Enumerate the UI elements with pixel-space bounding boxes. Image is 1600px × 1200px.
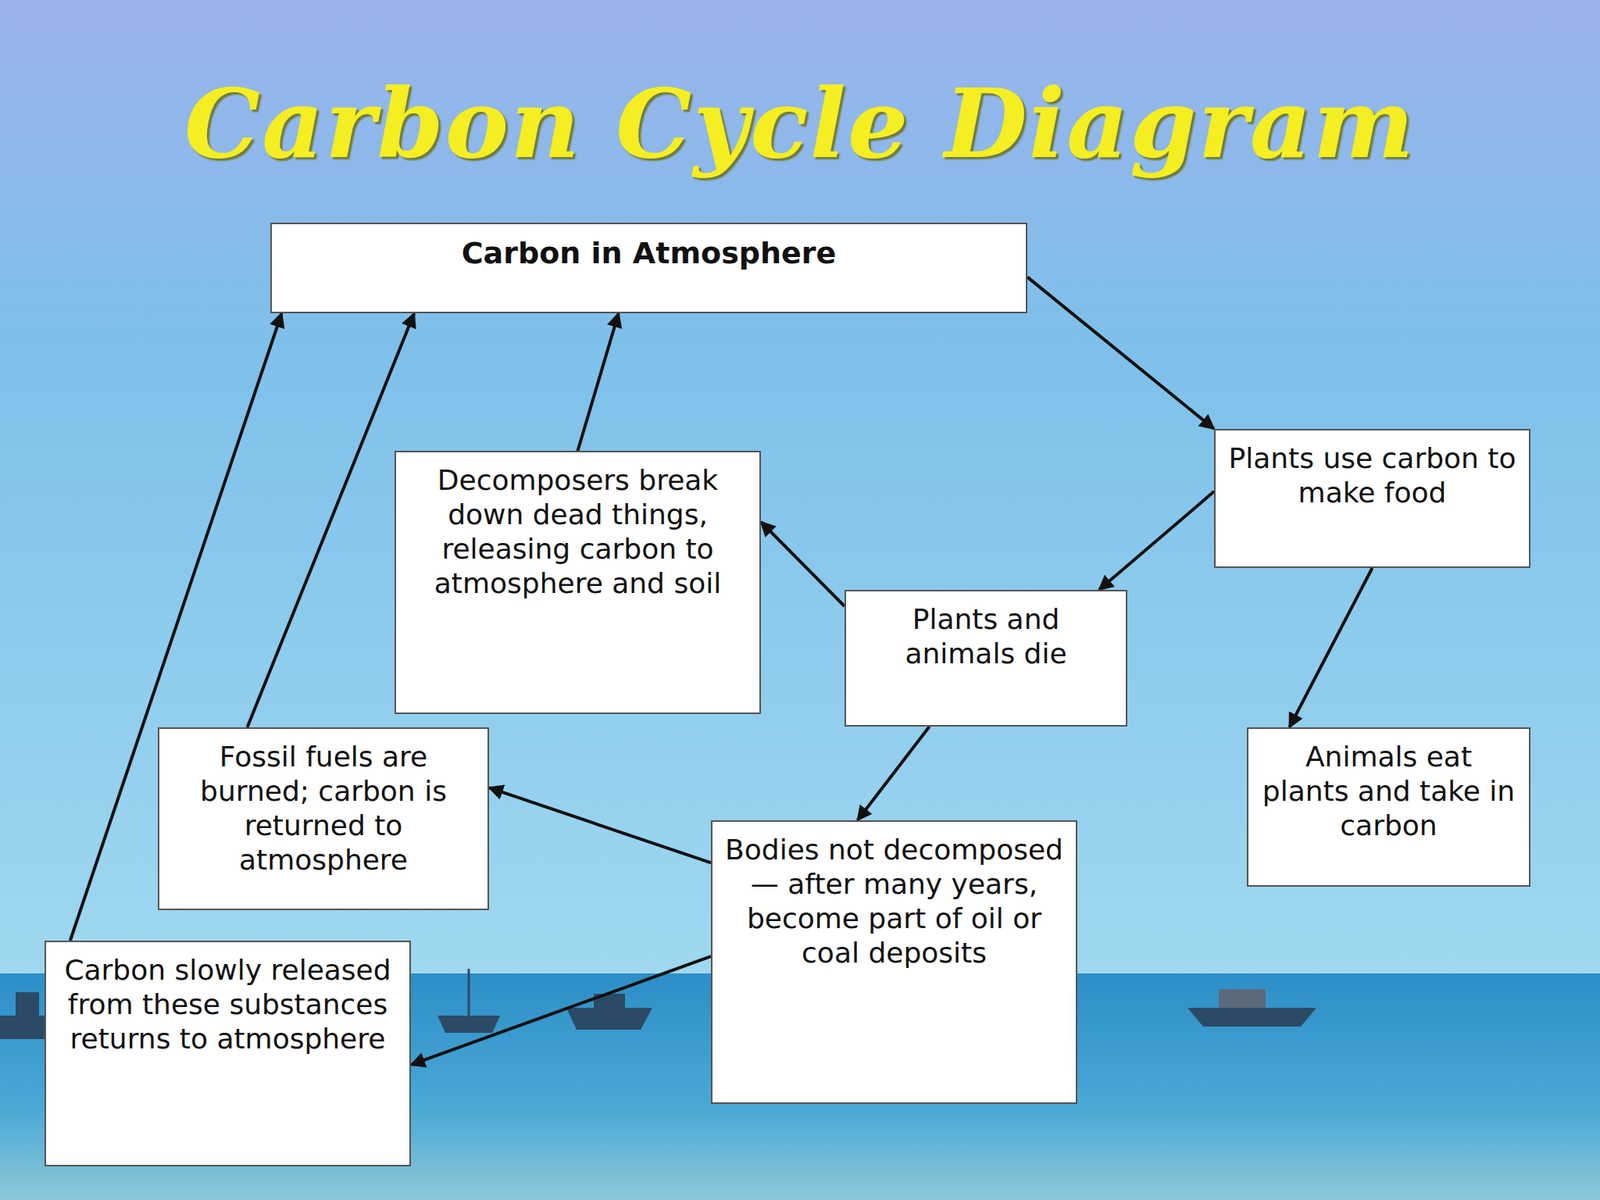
process-box: Fossil fuels are burned; carbon is retur… bbox=[157, 727, 490, 911]
flow-arrow bbox=[1027, 277, 1215, 429]
flow-arrow bbox=[760, 521, 845, 607]
flow-arrow bbox=[489, 787, 711, 863]
diagram-title: Carbon Cycle Diagram bbox=[0, 67, 1600, 180]
process-box: Plants and animals die bbox=[844, 589, 1128, 727]
flow-arrow bbox=[578, 313, 619, 451]
process-box: Carbon slowly released from these substa… bbox=[44, 940, 411, 1167]
box-text: Animals eat plants and take in carbon bbox=[1260, 739, 1517, 843]
box-text: Decomposers break down dead things, rele… bbox=[408, 463, 747, 601]
box-text: Carbon in Atmosphere bbox=[284, 235, 1014, 272]
process-box: Carbon in Atmosphere bbox=[270, 222, 1028, 314]
box-text: Bodies not decomposed — after many years… bbox=[725, 832, 1064, 971]
box-text: Plants use carbon to make food bbox=[1228, 441, 1517, 511]
flow-arrow bbox=[857, 726, 930, 821]
flow-arrow bbox=[410, 956, 711, 1065]
box-text: Fossil fuels are burned; carbon is retur… bbox=[171, 739, 475, 878]
process-box: Plants use carbon to make food bbox=[1214, 428, 1531, 568]
process-box: Decomposers break down dead things, rele… bbox=[394, 450, 761, 715]
box-text: Carbon slowly released from these substa… bbox=[58, 953, 397, 1057]
flow-arrow bbox=[246, 313, 415, 728]
flow-arrow bbox=[1099, 491, 1215, 590]
process-box: Bodies not decomposed — after many years… bbox=[710, 820, 1078, 1104]
process-box: Animals eat plants and take in carbon bbox=[1246, 727, 1531, 887]
box-text: Plants and animals die bbox=[858, 602, 1114, 672]
flow-arrow bbox=[1289, 567, 1372, 728]
